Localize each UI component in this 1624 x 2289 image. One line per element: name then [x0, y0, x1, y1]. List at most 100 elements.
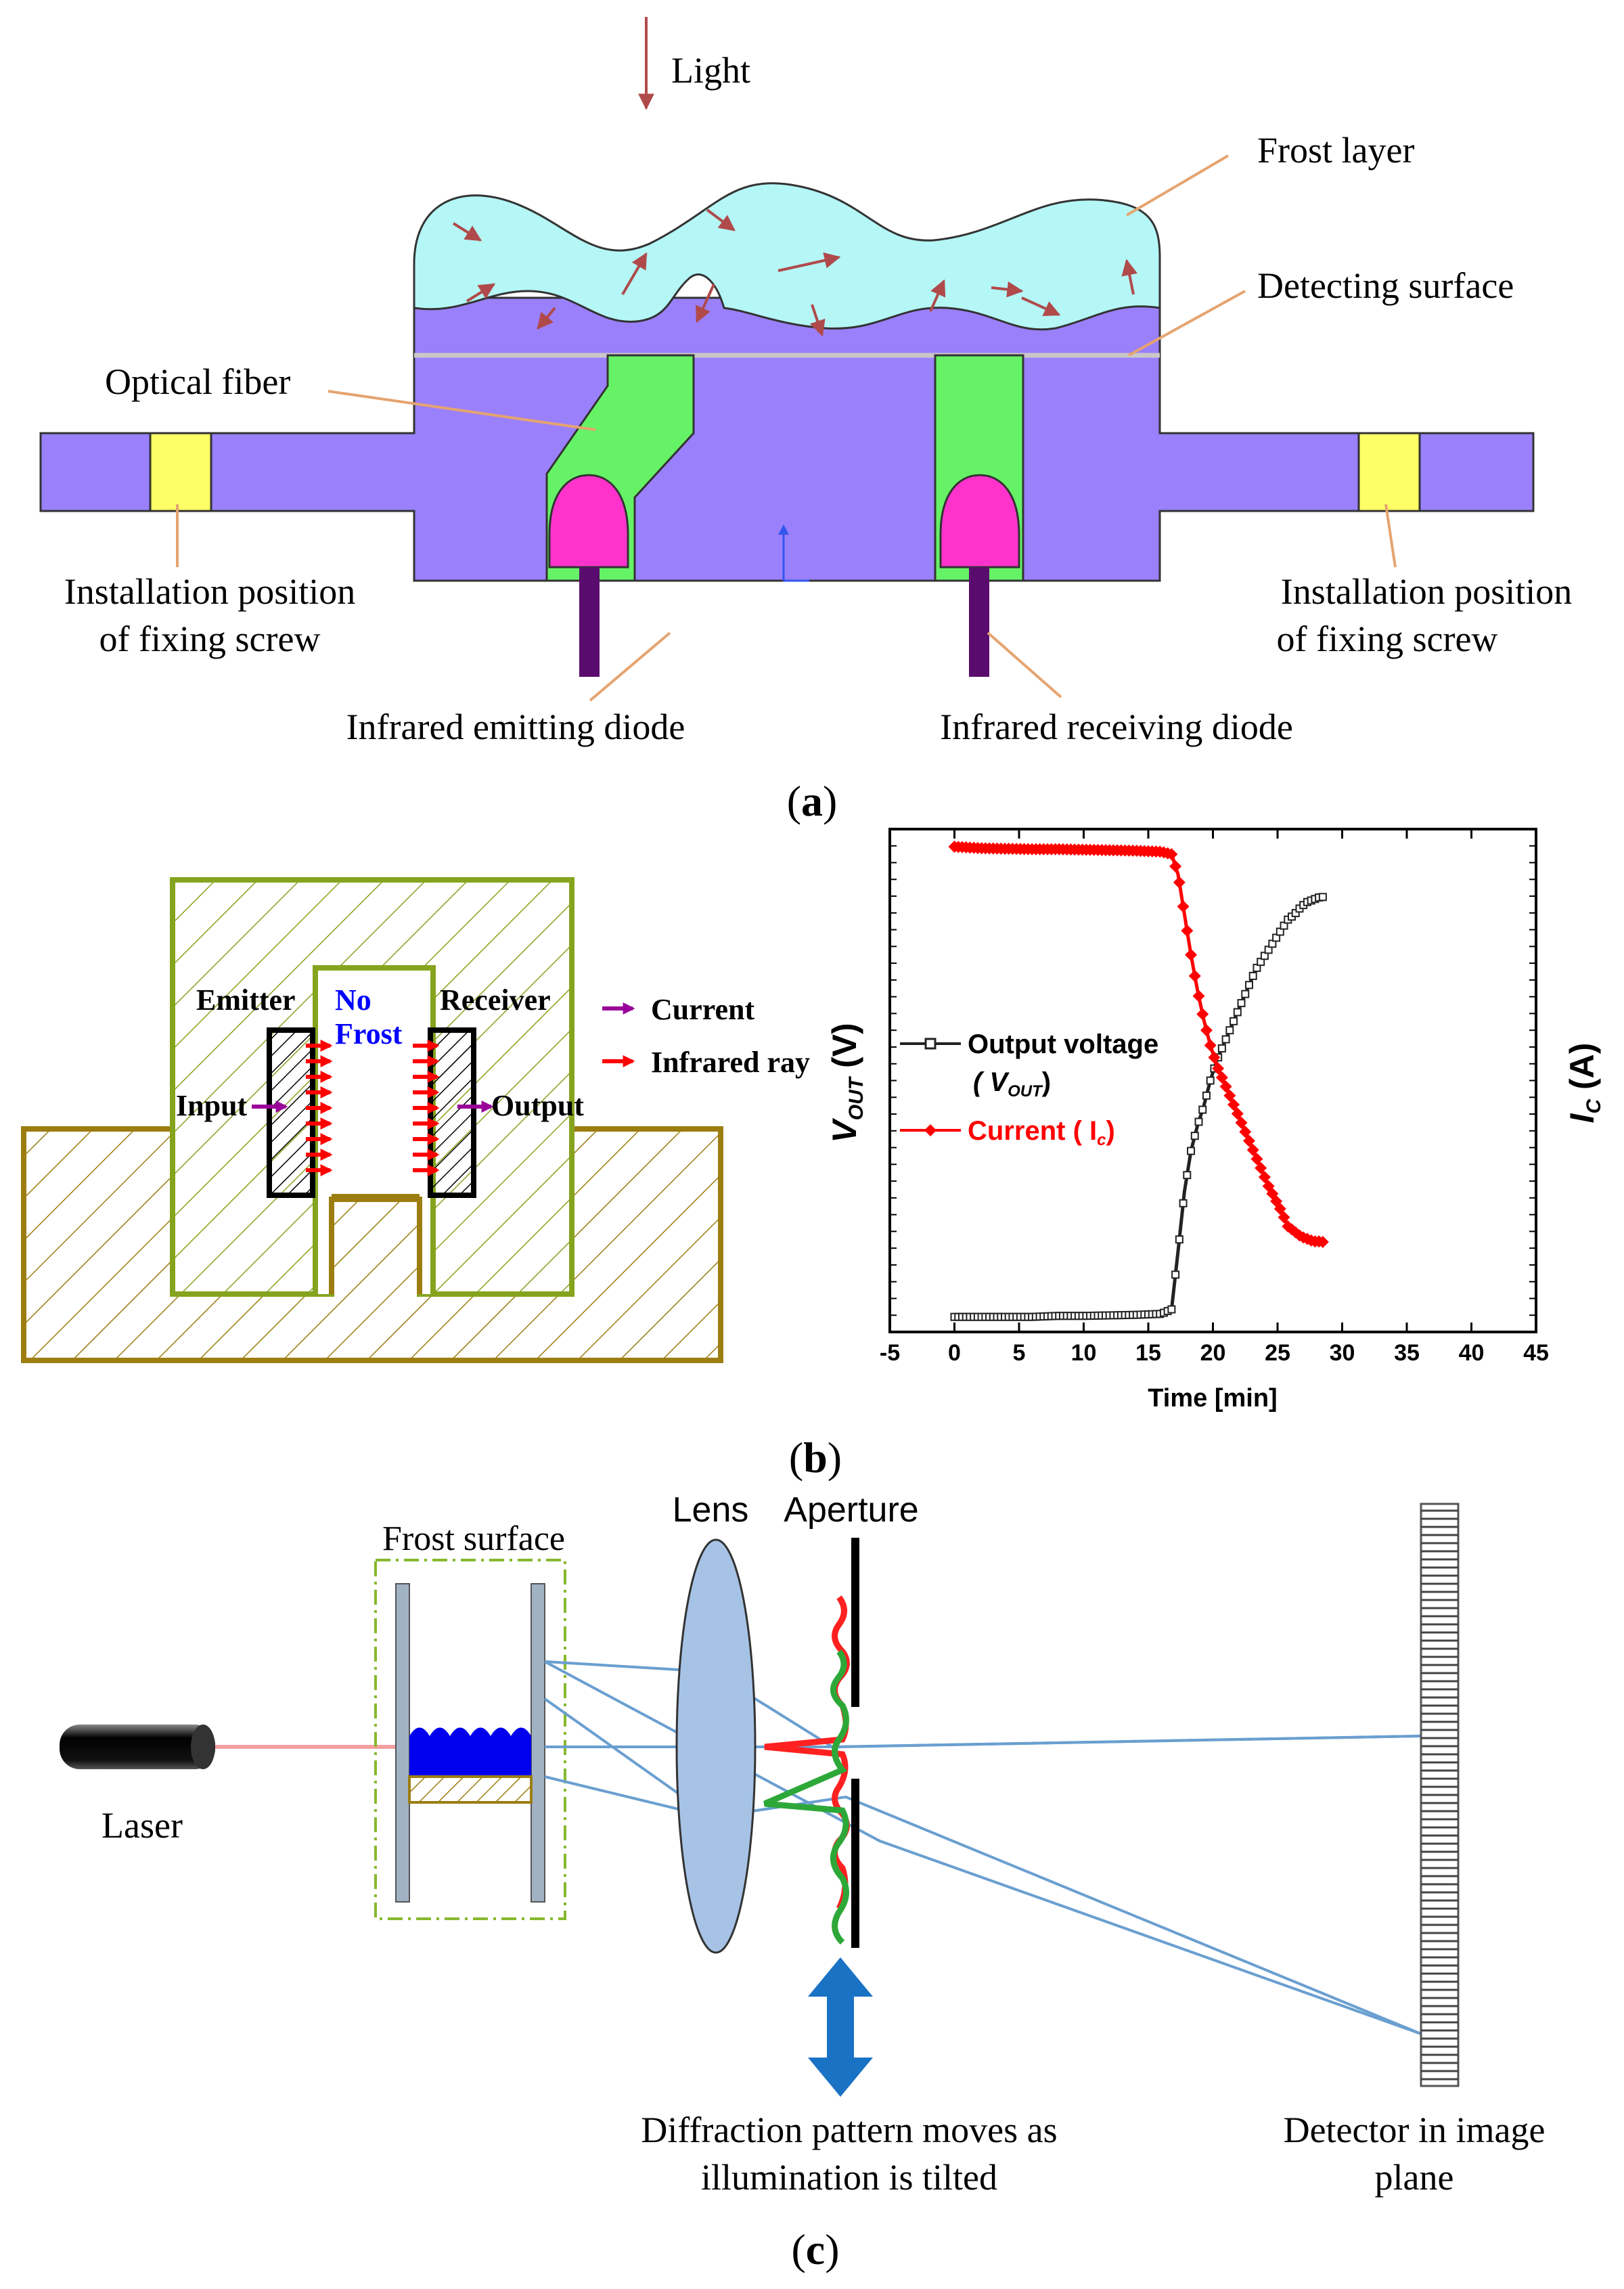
current-point [1227, 1098, 1240, 1111]
x-tick-label: 40 [1459, 1340, 1485, 1366]
voltage-point [1187, 1147, 1196, 1155]
legend-infrared-label: Infrared ray [651, 1046, 810, 1079]
current-point [1258, 1171, 1271, 1184]
emitting-diode-label: Infrared emitting diode [346, 707, 685, 747]
voltage-point [1221, 1035, 1230, 1044]
screw-right-label-1: Installation position [1281, 571, 1572, 612]
x-tick-label: 20 [1200, 1340, 1226, 1366]
current-point [1181, 925, 1194, 937]
current-point [1200, 1024, 1213, 1037]
laser-label: Laser [102, 1805, 183, 1846]
voltage-point [1171, 1270, 1180, 1279]
legend-voltage-symbol: ( VOUT) [973, 1067, 1051, 1101]
voltage-point [1217, 1044, 1226, 1052]
y-axis-label-left: VOUT (V) [826, 1023, 867, 1142]
current-point [1219, 1080, 1232, 1093]
current-point [1188, 969, 1201, 982]
x-tick-label: 30 [1330, 1340, 1355, 1366]
panel-c-caption: (c) [791, 2225, 839, 2273]
legend-current-label: Current [651, 993, 755, 1026]
lens [675, 1538, 757, 1954]
voltage-point [1167, 1305, 1176, 1314]
tilt-arrow [808, 1957, 873, 2097]
panel-a-caption: (a) [787, 777, 838, 825]
current-point [1239, 1126, 1252, 1138]
x-tick-labels: -5 0 5 10 15 20 25 30 35 40 45 [880, 1340, 1549, 1366]
current-point [1173, 876, 1186, 889]
frost-cell-right-plate [531, 1583, 545, 1903]
legend-current-text: Current ( Ic) [968, 1116, 1115, 1149]
current-point [1204, 1039, 1217, 1052]
x-tick-label: 35 [1394, 1340, 1420, 1366]
current-point [1316, 1236, 1329, 1249]
receiving-diode [939, 474, 1020, 569]
x-tick-label: -5 [880, 1340, 900, 1366]
diffraction-pattern-green [763, 1649, 849, 1945]
screw-left-label-1: Installation position [64, 571, 355, 612]
x-tick-label: 25 [1265, 1340, 1290, 1366]
emitter-ir-rays [306, 1040, 333, 1176]
current-point [1165, 848, 1178, 861]
emitter-label: Emitter [196, 983, 296, 1017]
frost-surface-label: Frost surface [382, 1519, 565, 1558]
fixing-screw-right [1357, 432, 1421, 512]
screw-right-label-2: of fixing screw [1277, 619, 1498, 659]
frost-substrate [408, 1775, 533, 1804]
screw-left-label-2: of fixing screw [99, 619, 321, 659]
x-axis-label: Time [min] [1148, 1384, 1277, 1413]
x-tick-label: 10 [1071, 1340, 1097, 1366]
optical-fiber-label: Optical fiber [105, 361, 290, 402]
voltage-point [1194, 1117, 1203, 1126]
x-tick-label: 45 [1523, 1340, 1549, 1366]
voltage-point [1233, 1008, 1242, 1017]
receiving-diode-label: Infrared receiving diode [940, 707, 1293, 747]
scattered-light-arrows [452, 208, 1138, 337]
diffraction-label-2: illumination is tilted [701, 2157, 997, 2198]
chart-legend: Output voltage ( VOUT) Current ( Ic) [900, 1029, 1158, 1149]
lens-label: Lens [673, 1490, 749, 1530]
receiver-ir-rays [413, 1040, 440, 1176]
diffraction-label-1: Diffraction pattern moves as [641, 2110, 1057, 2150]
current-point [1192, 990, 1205, 1002]
frost-layer-label: Frost layer [1257, 130, 1414, 171]
detector-label-2: plane [1375, 2157, 1454, 2198]
aperture-upper [851, 1538, 859, 1707]
leader-lines [176, 154, 1397, 702]
current-point [1246, 1144, 1259, 1157]
x-tick-label: 0 [948, 1340, 961, 1366]
no-label: No [335, 983, 371, 1017]
current-point [1185, 948, 1198, 961]
current-point [1235, 1116, 1248, 1129]
aperture-lower [851, 1779, 859, 1948]
voltage-point [1198, 1105, 1207, 1114]
x-tick-label: 5 [1013, 1340, 1026, 1366]
voltage-point [1206, 1076, 1215, 1085]
frost-surface-box [374, 1559, 566, 1920]
legend-voltage-label: Output voltage [968, 1029, 1158, 1059]
aperture-label: Aperture [784, 1490, 918, 1530]
laser-body [60, 1725, 215, 1769]
voltage-series-line [954, 895, 1326, 1319]
current-point [1215, 1071, 1228, 1084]
receiving-diode-leg [969, 567, 989, 677]
detector-pixels [1421, 1509, 1458, 2081]
voltage-point [1183, 1171, 1192, 1180]
voltage-point [1237, 999, 1246, 1008]
frost-layer [413, 182, 1161, 331]
current-point [1196, 1008, 1209, 1021]
x-tick-label: 15 [1135, 1340, 1161, 1366]
current-point [1242, 1134, 1255, 1147]
detecting-surface-label: Detecting surface [1257, 265, 1514, 306]
current-point [1231, 1107, 1244, 1120]
current-point [1169, 860, 1182, 872]
receiver-label: Receiver [440, 983, 551, 1017]
voltage-point [1202, 1091, 1211, 1100]
frost-cell-left-plate [395, 1583, 410, 1903]
axes-marker [778, 525, 809, 582]
panel-a: Light Frost layer Detecting surface Opti… [39, 17, 1572, 825]
current-point [1278, 1211, 1290, 1224]
laser-head [191, 1725, 215, 1769]
current-point [1255, 1161, 1267, 1174]
emitting-diode-leg [579, 567, 600, 677]
emitting-diode [548, 474, 629, 569]
